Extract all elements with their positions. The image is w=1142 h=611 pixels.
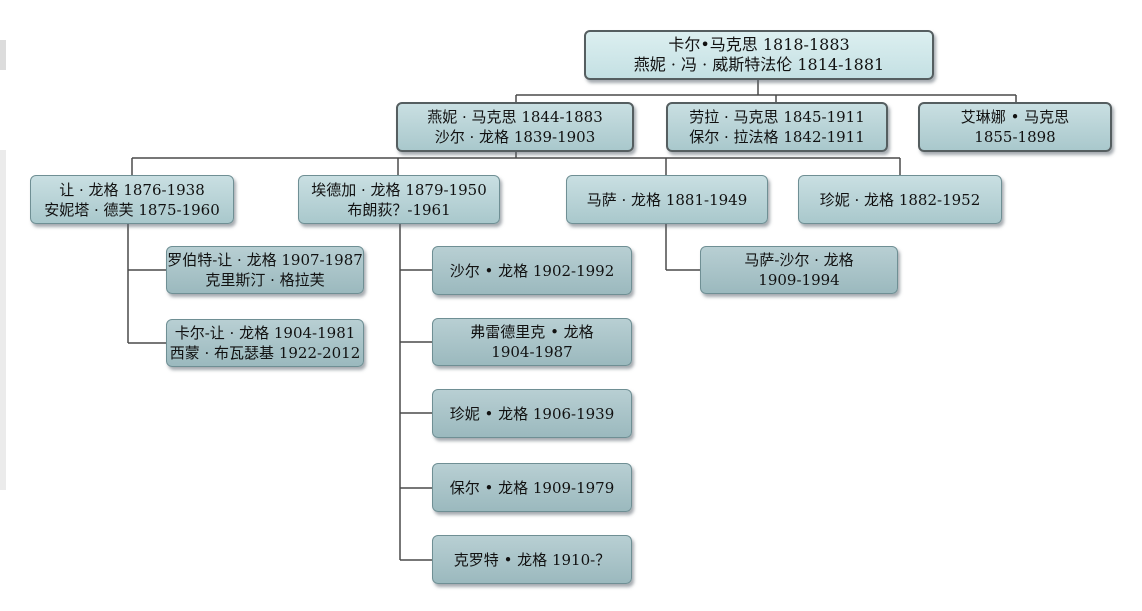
node-line: 克罗特 • 龙格 1910-？ [453, 550, 611, 569]
node-jean-longuet: 让 · 龙格 1876-1938 安妮塔 · 德芙 1875-1960 [30, 175, 234, 224]
node-laura-marx: 劳拉 · 马克思 1845-1911 保尔 · 拉法格 1842-1911 [666, 102, 888, 152]
node-line: 马萨-沙尔 · 龙格 [744, 251, 854, 269]
node-line: 埃德加 · 龙格 1879-1950 [311, 180, 487, 199]
node-line: 罗伯特-让 · 龙格 1907-1987 [167, 251, 363, 269]
node-robert-jean-longuet: 罗伯特-让 · 龙格 1907-1987 克里斯汀 · 格拉芙 [166, 246, 364, 294]
node-line: 保尔 • 龙格 1909-1979 [449, 478, 615, 497]
node-jenny-marx: 燕妮 · 马克思 1844-1883 沙尔 · 龙格 1839-1903 [396, 102, 634, 152]
node-karl-marx: 卡尔•马克思 1818-1883 燕妮 · 冯 · 威斯特法伦 1814-188… [584, 30, 934, 80]
node-edgar-longuet: 埃德加 · 龙格 1879-1950 布朗荻？-1961 [298, 175, 500, 224]
node-claude-longuet: 克罗特 • 龙格 1910-？ [432, 535, 632, 584]
node-line: 艾琳娜 • 马克思 [960, 108, 1070, 126]
node-jenny-longuet: 珍妮 · 龙格 1882-1952 [798, 175, 1002, 224]
node-line: 卡尔•马克思 1818-1883 [668, 35, 850, 54]
node-line: 珍妮 · 龙格 1882-1952 [819, 190, 981, 209]
node-frederic-longuet: 弗雷德里克 • 龙格 1904-1987 [432, 318, 632, 366]
node-line: 西蒙 · 布瓦瑟基 1922-2012 [169, 344, 361, 362]
node-line: 珍妮 • 龙格 1906-1939 [449, 404, 615, 423]
node-line: 劳拉 · 马克思 1845-1911 [689, 108, 865, 126]
node-line: 布朗荻？-1961 [347, 200, 451, 219]
node-jenny-longuet-1906: 珍妮 • 龙格 1906-1939 [432, 389, 632, 438]
node-line: 燕妮 · 冯 · 威斯特法伦 1814-1881 [633, 55, 885, 74]
node-marcel-longuet: 马萨 · 龙格 1881-1949 [566, 175, 768, 224]
node-line: 克里斯汀 · 格拉芙 [205, 271, 325, 289]
node-line: 1855-1898 [974, 128, 1056, 146]
node-line: 让 · 龙格 1876-1938 [59, 180, 205, 199]
node-line: 安妮塔 · 德芙 1875-1960 [44, 200, 220, 219]
node-line: 1904-1987 [491, 343, 573, 361]
node-eleanor-marx: 艾琳娜 • 马克思 1855-1898 [918, 102, 1112, 152]
node-line: 马萨 · 龙格 1881-1949 [586, 190, 748, 209]
node-charles-longuet: 沙尔 • 龙格 1902-1992 [432, 246, 632, 295]
node-line: 保尔 · 拉法格 1842-1911 [689, 128, 865, 146]
edge-mark [0, 40, 6, 70]
node-line: 卡尔-让 · 龙格 1904-1981 [174, 324, 356, 342]
node-line: 燕妮 · 马克思 1844-1883 [427, 108, 603, 126]
node-marcel-charles-longuet: 马萨-沙尔 · 龙格 1909-1994 [700, 246, 898, 294]
node-line: 沙尔 · 龙格 1839-1903 [434, 128, 596, 146]
node-paul-longuet: 保尔 • 龙格 1909-1979 [432, 463, 632, 512]
node-karl-jean-longuet: 卡尔-让 · 龙格 1904-1981 西蒙 · 布瓦瑟基 1922-2012 [166, 319, 364, 367]
node-line: 1909-1994 [758, 271, 840, 289]
node-line: 沙尔 • 龙格 1902-1992 [449, 261, 615, 280]
edge-mark [0, 150, 6, 490]
node-line: 弗雷德里克 • 龙格 [470, 323, 594, 341]
